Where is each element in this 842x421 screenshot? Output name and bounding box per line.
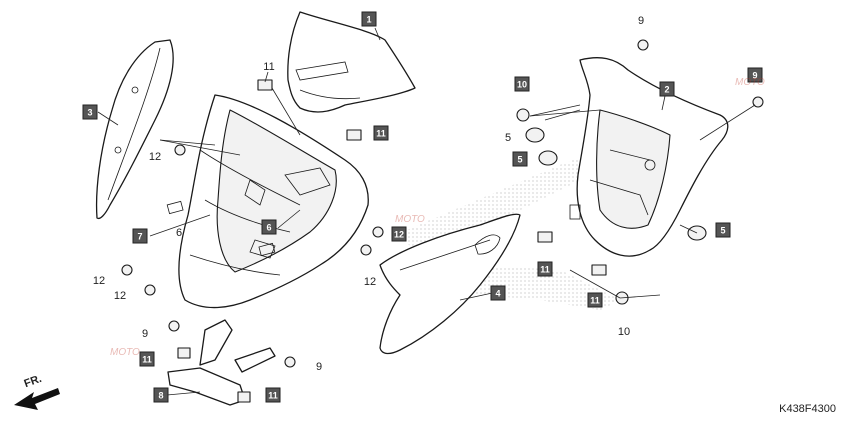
diagram-code: K438F4300 [779,403,836,415]
label-9-left: 9 [142,328,148,340]
grommets [525,127,707,241]
front-direction-arrow [14,388,60,410]
callout-2: 2 [664,85,669,95]
callout-12-box: 12 [394,230,404,240]
callout-8: 8 [158,391,163,401]
watermark-3: MOTO [735,77,765,88]
callout-11c: 11 [268,391,278,401]
inner-bracket-part [569,57,729,257]
label-9-top: 9 [638,15,644,27]
left-side-cover-part [95,39,174,220]
callout-3: 3 [87,108,92,118]
callout-5a: 5 [517,155,522,165]
windscreen-part [287,11,416,113]
watermark-logos: MOTO MOTO MOTO [110,77,765,358]
plain-labels: 9 9 9 10 11 12 12 12 12 5 6 [93,15,644,373]
callout-11e: 11 [590,296,600,306]
callout-6: 6 [266,223,271,233]
callout-9-box: 9 [752,71,757,81]
lower-side-panel-part [379,213,521,355]
callout-boxes [82,11,763,403]
callout-1: 1 [366,15,371,25]
callout-11d: 11 [540,265,550,275]
front-cowl-part [166,94,369,309]
watermark-2: MOTO [395,214,425,225]
label-5: 5 [505,132,511,144]
callout-11a: 11 [376,129,386,139]
callout-box-labels: 1 3 2 4 5 5 6 7 8 9 10 11 11 11 11 11 12 [87,15,757,401]
watermark-1: MOTO [110,347,140,358]
leader-lines [97,27,756,396]
label-6: 6 [176,227,182,239]
label-12-d: 12 [364,276,376,288]
label-9-bottom: 9 [316,361,322,373]
callout-10-box: 10 [517,80,527,90]
label-10: 10 [618,326,630,338]
lower-bracket-part [167,319,276,406]
label-12-c: 12 [114,290,126,302]
callout-4: 4 [495,289,500,299]
direction-label: FR. [23,373,44,390]
fasteners [121,39,764,403]
label-12-a: 12 [149,151,161,163]
callout-5b: 5 [720,226,725,236]
label-11: 11 [263,61,274,73]
callout-11b: 11 [142,355,152,365]
callout-7: 7 [137,232,142,242]
label-12-b: 12 [93,275,105,287]
